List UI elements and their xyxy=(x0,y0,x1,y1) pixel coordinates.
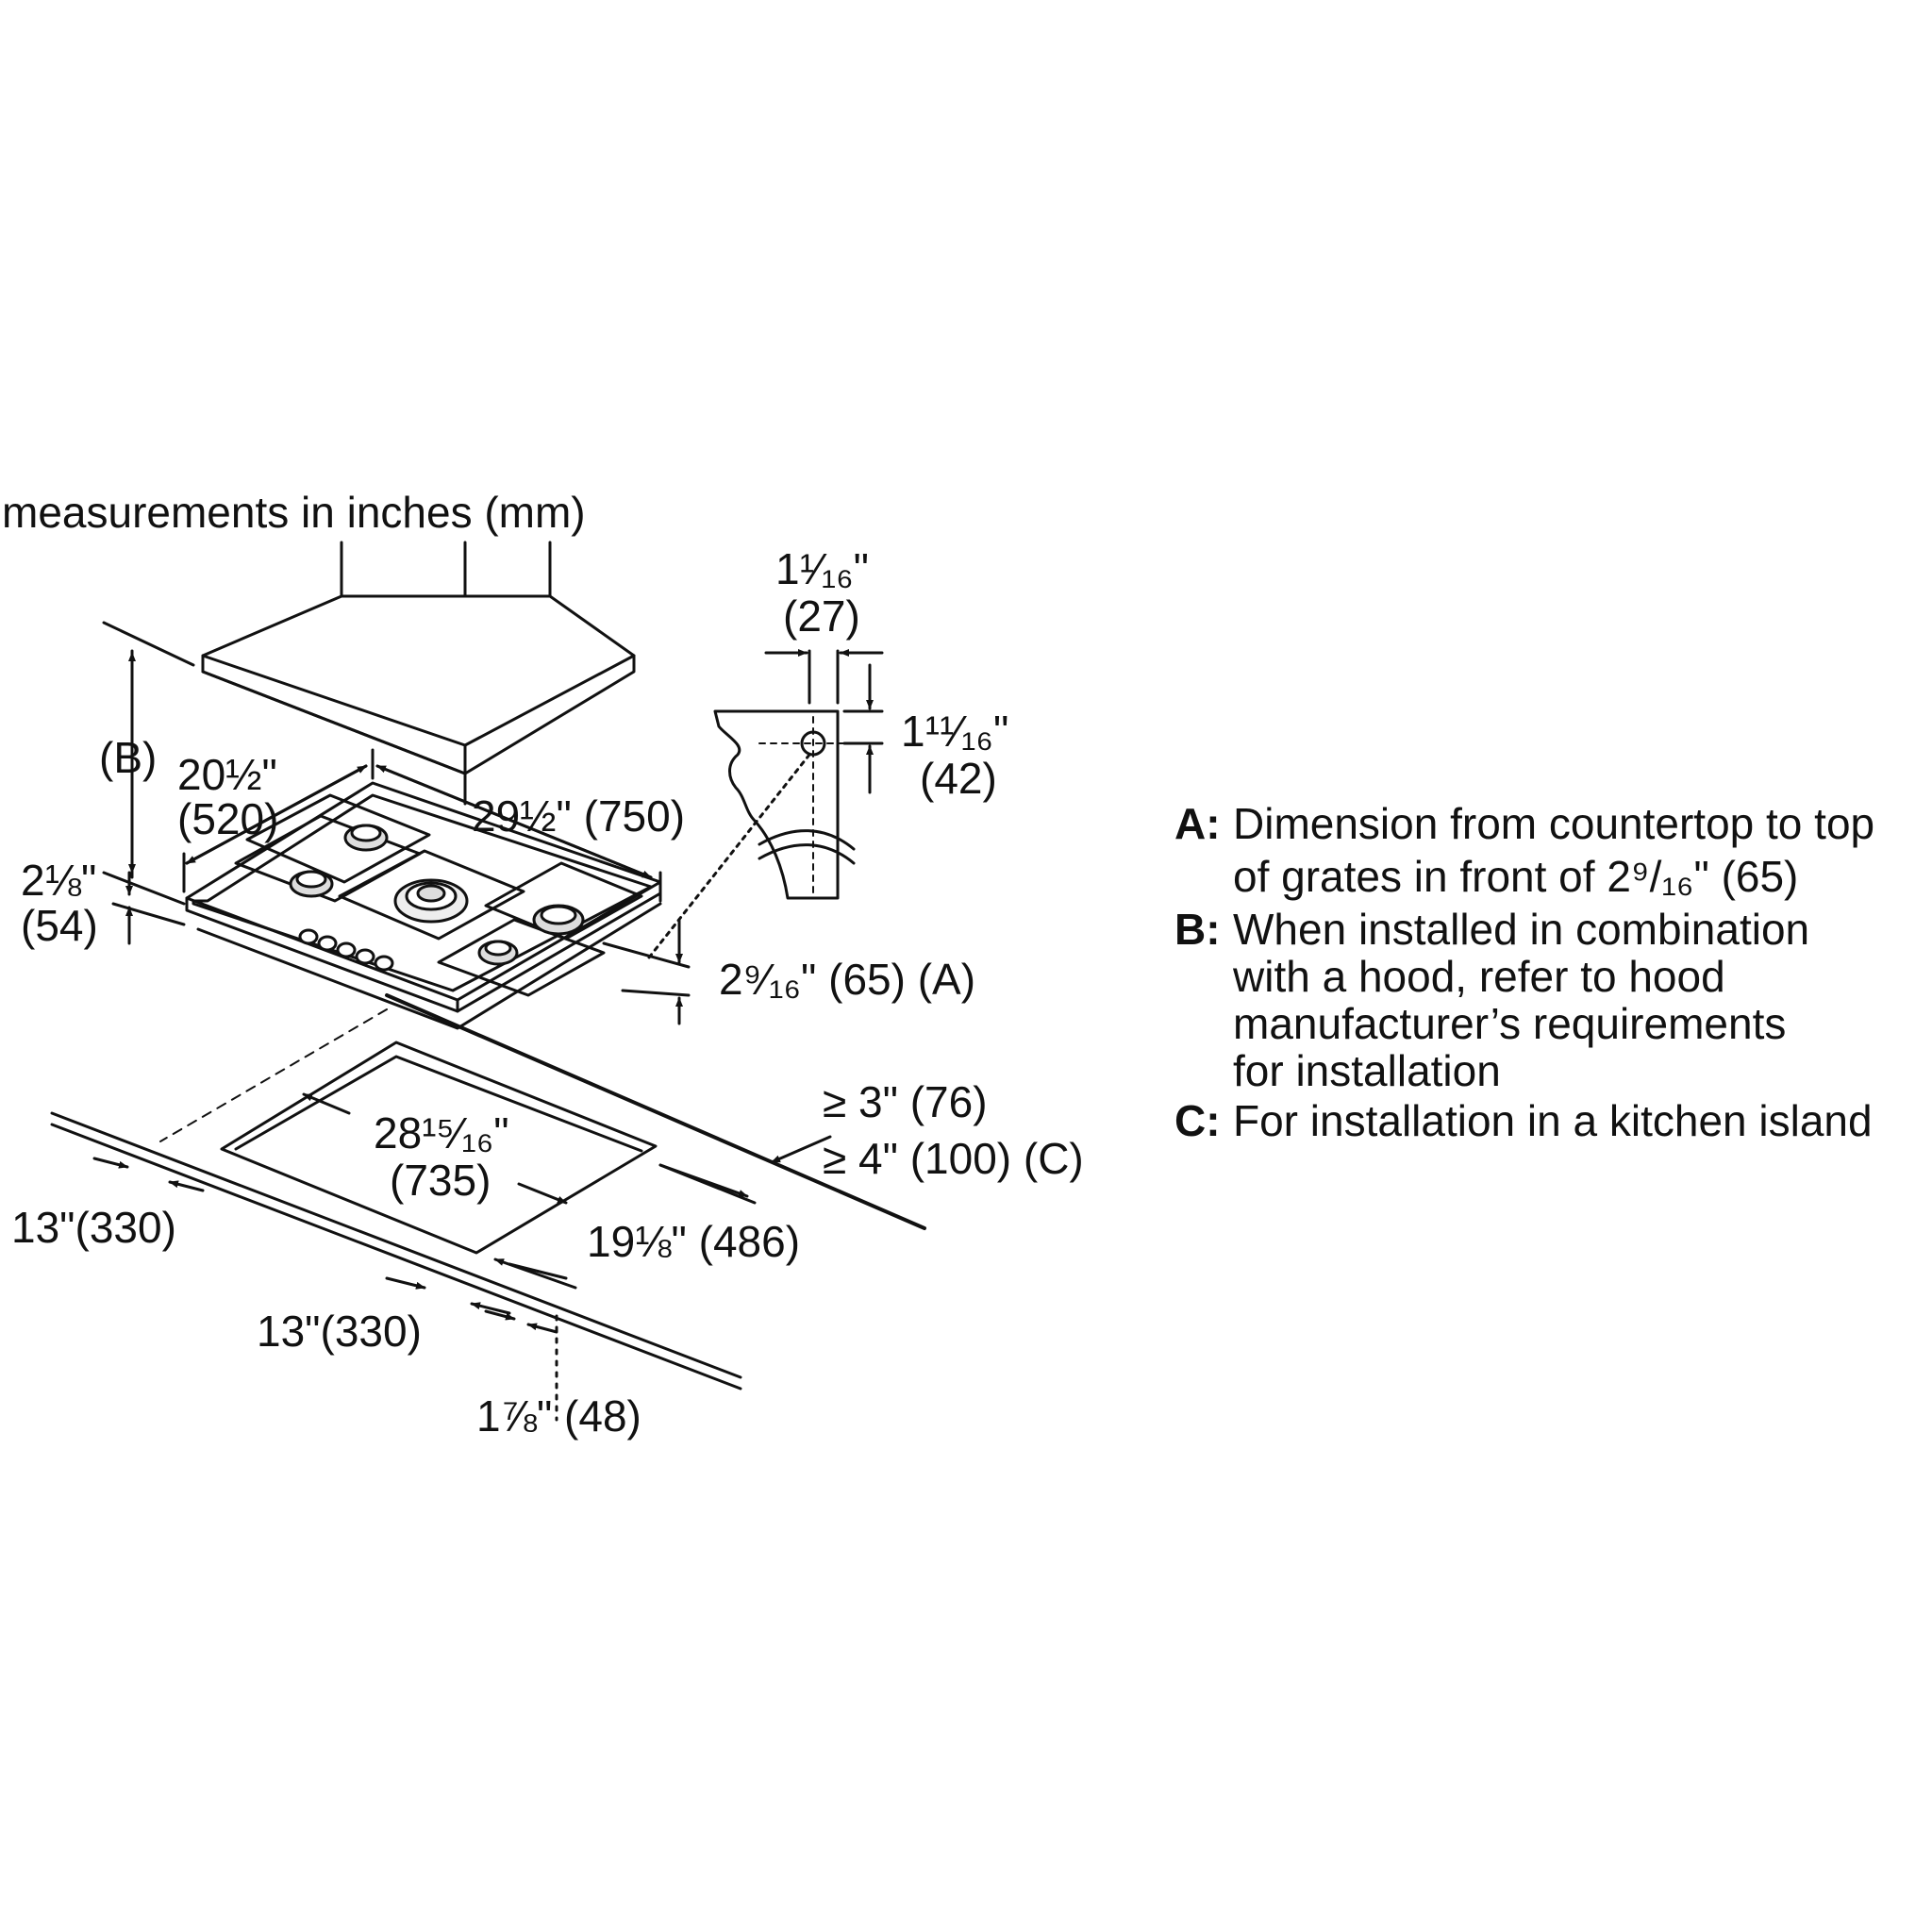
height-dimension-in: 2⅛" xyxy=(21,856,97,905)
legend-key-a: A: xyxy=(1174,799,1221,848)
profile-height-mm: (42) xyxy=(920,754,997,803)
legend: A: Dimension from countertop to top of g… xyxy=(1174,800,1929,1158)
edge-profile-detail xyxy=(647,649,884,959)
legend-text-c-1: For installation in a kitchen island xyxy=(1233,1096,1873,1145)
hood-gap-label: (B) xyxy=(99,733,158,782)
height-dimension-mm: (54) xyxy=(21,901,98,950)
cutout-width-mm: (735) xyxy=(390,1156,491,1205)
legend-text-a-2: of grates in front of 2⁹/₁₆" (65) xyxy=(1233,852,1799,901)
cutout-depth: 19⅛" (486) xyxy=(587,1217,801,1266)
legend-text-a-1: Dimension from countertop to top xyxy=(1233,799,1875,848)
upper-dimension-lines xyxy=(102,621,691,1025)
legend-text-b-1: When installed in combination xyxy=(1233,905,1810,954)
rear-clearance-2: ≥ 4" (100) (C) xyxy=(823,1134,1084,1183)
profile-width-mm: (27) xyxy=(783,591,860,641)
countertop-cutout xyxy=(50,993,926,1422)
rear-clearance-1: ≥ 3" (76) xyxy=(823,1077,988,1126)
legend-key-c: C: xyxy=(1174,1096,1221,1145)
front-setback: 1⅞" (48) xyxy=(476,1391,641,1441)
grate-height-dimension: 2⁹⁄₁₆" (65) (A) xyxy=(719,955,976,1004)
gas-cooktop xyxy=(185,781,662,1030)
width-dimension: 29½" (750) xyxy=(472,791,686,841)
range-hood xyxy=(201,541,636,806)
legend-text-b-3: manufacturer’s requirements xyxy=(1233,999,1787,1048)
measurement-units-heading: measurements in inches (mm) xyxy=(2,488,586,537)
side-clearance-front: 13"(330) xyxy=(257,1307,422,1356)
legend-text-b-4: for installation xyxy=(1233,1046,1501,1095)
profile-height-in: 1¹¹⁄₁₆" xyxy=(901,707,1009,756)
depth-dimension-in: 20½" xyxy=(177,750,277,799)
legend-text-b-2: with a hood, refer to hood xyxy=(1233,952,1725,1001)
depth-dimension-mm: (520) xyxy=(177,794,279,843)
legend-key-b: B: xyxy=(1174,905,1221,954)
cutout-width-in: 28¹⁵⁄₁₆" xyxy=(374,1108,509,1158)
side-clearance-left: 13"(330) xyxy=(11,1203,176,1252)
profile-width-in: 1¹⁄₁₆" xyxy=(775,544,869,593)
